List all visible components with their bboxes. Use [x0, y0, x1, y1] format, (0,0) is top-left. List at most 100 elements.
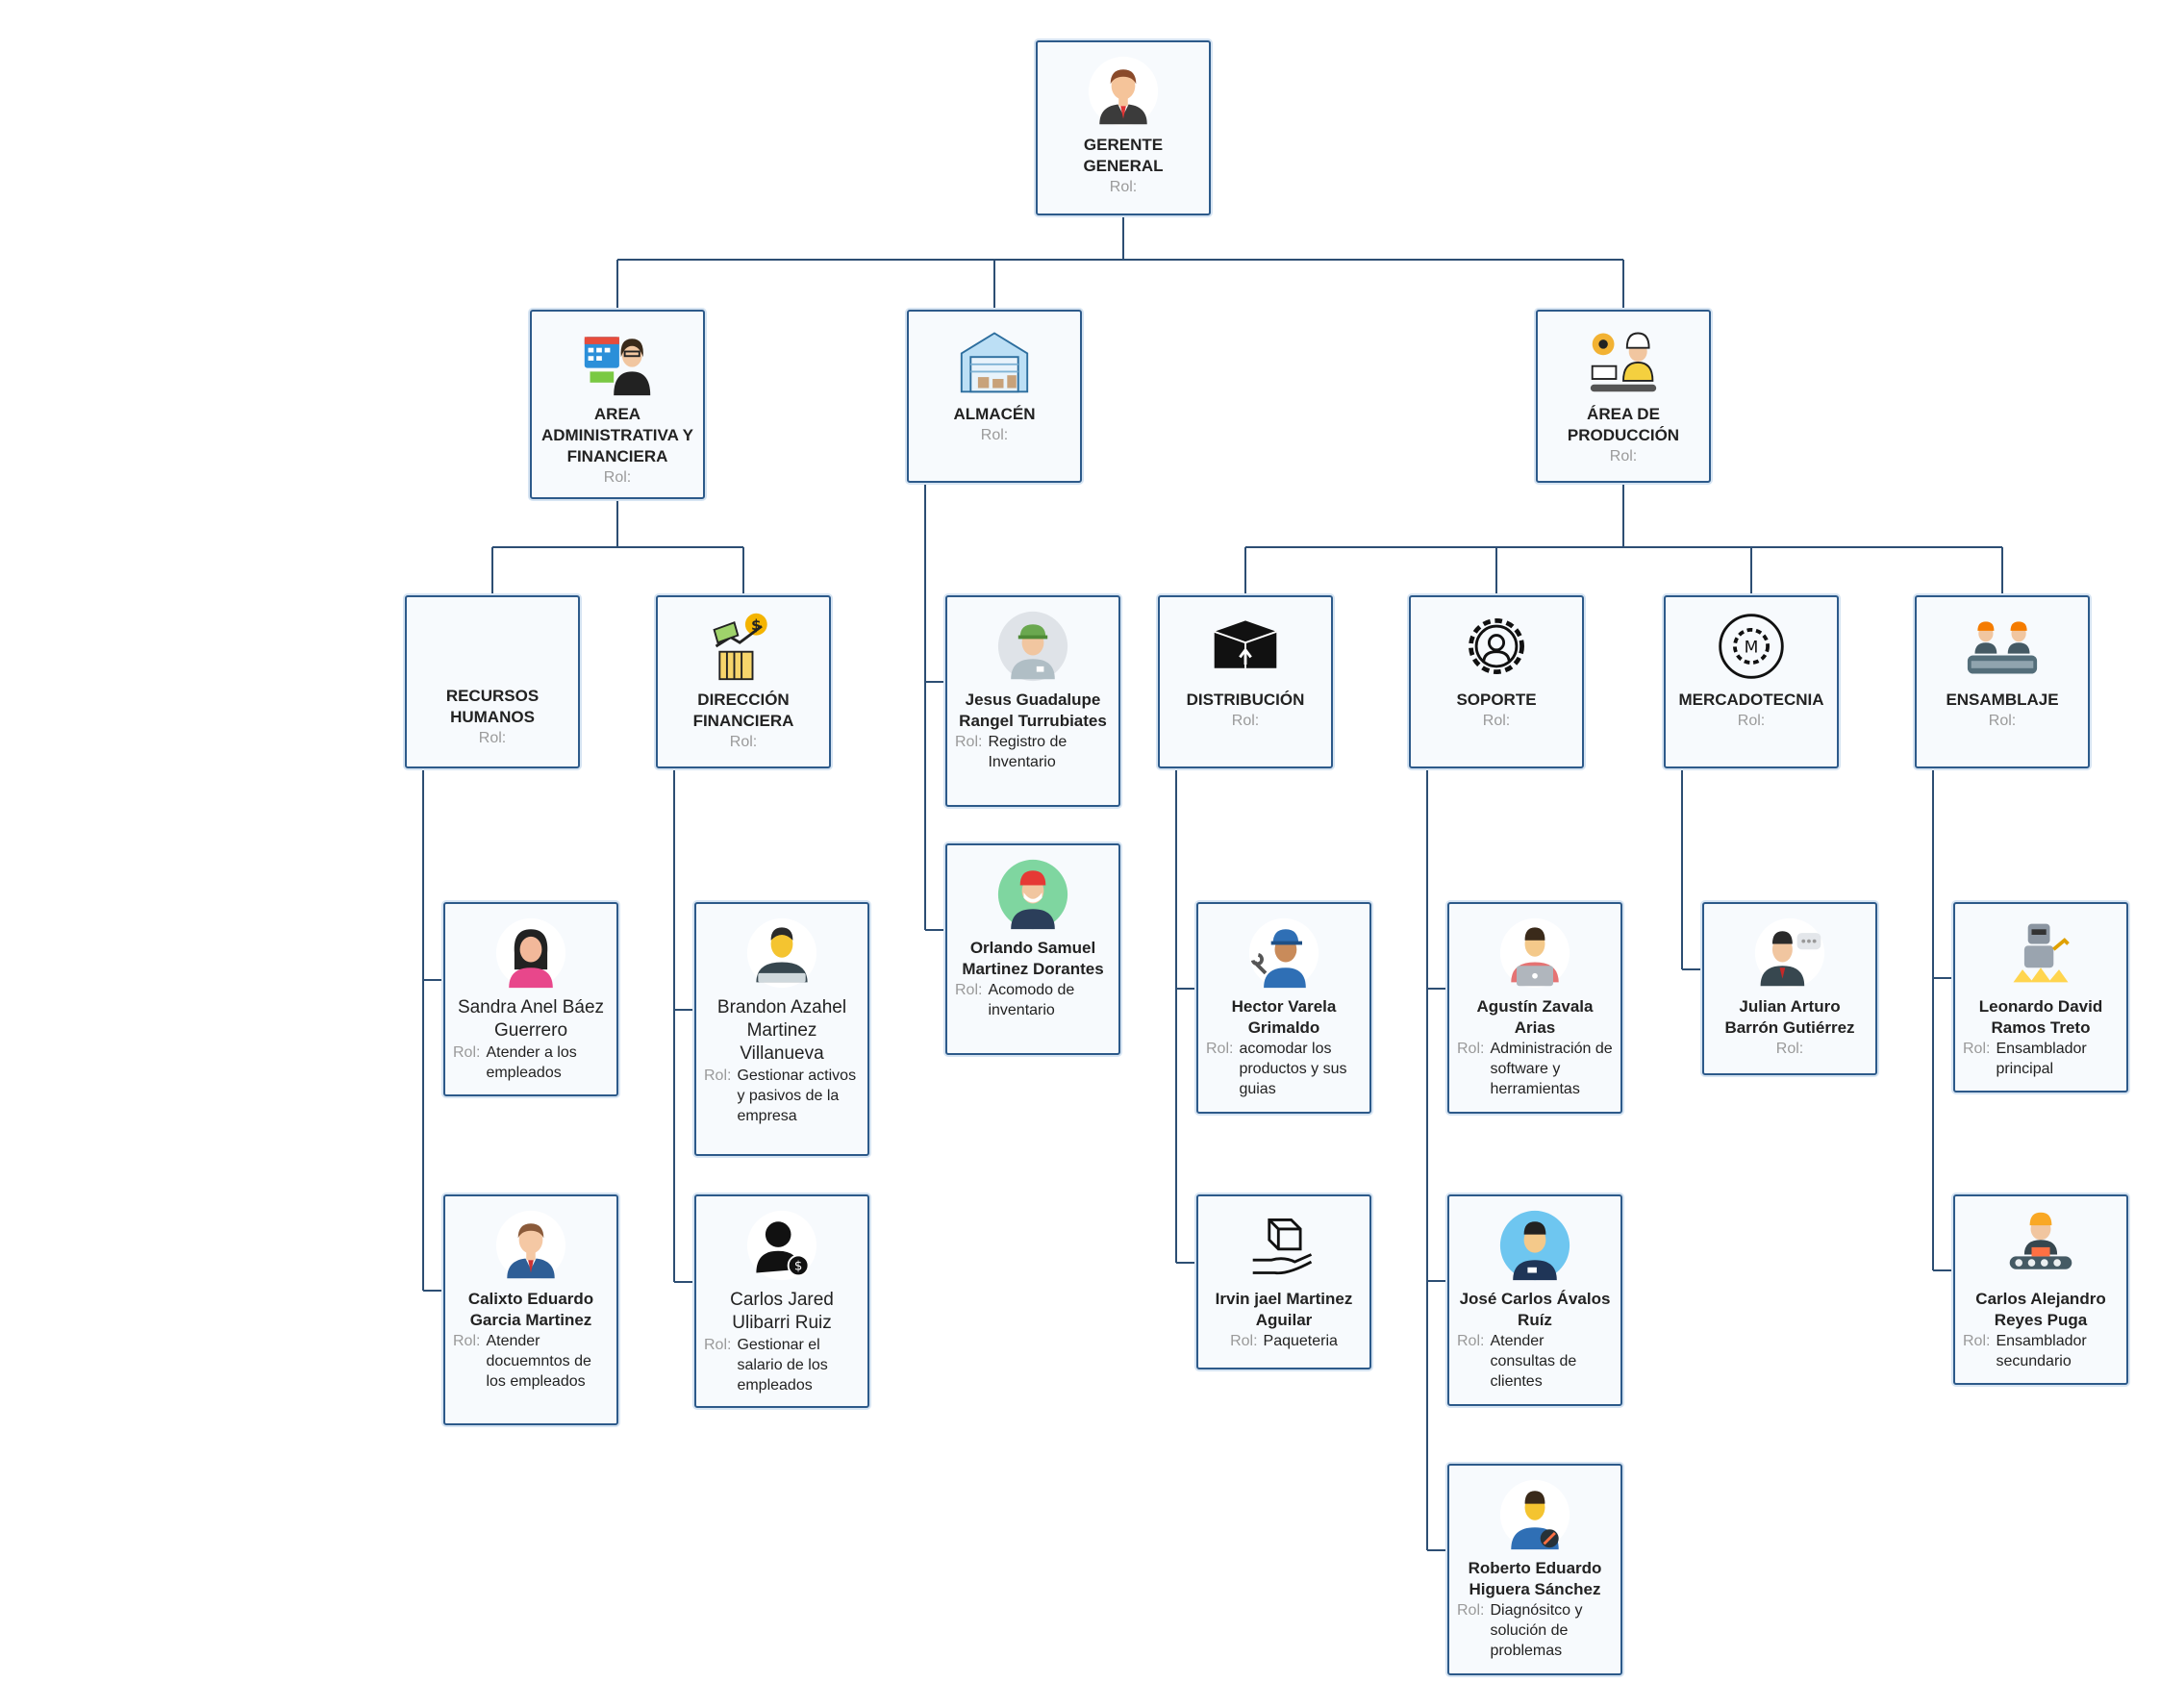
node-root-title: GERENTE GENERAL [1083, 136, 1164, 175]
department-node-role: Rol: [1232, 711, 1259, 731]
role-value: Gestionar el salario de los empleados [737, 1337, 828, 1394]
department-node-title: RECURSOS HUMANOS [445, 687, 540, 726]
node-root[interactable]: GERENTE GENERAL Rol: [1036, 40, 1211, 215]
rol-label: Rol: [1231, 713, 1260, 729]
person-node-role: Rol: acomodar los productos y sus guias [1206, 1039, 1362, 1099]
money-growth-icon: $ [706, 609, 781, 684]
area-node-title: ÁREA DE PRODUCCIÓN [1567, 405, 1680, 444]
rol-label: Rol: [1963, 1041, 1991, 1057]
assembly-line-worker-icon [2003, 1208, 2078, 1283]
department-node-role: Rol: [730, 732, 757, 752]
person-node-title: Agustín Zavala Arias [1476, 997, 1594, 1037]
person-node-title: Sandra Anel Báez Guerrero [457, 997, 605, 1041]
role-value: Atender consultas de clientes [1490, 1333, 1577, 1390]
person-node-title: Julian Arturo Barrón Gutiérrez [1724, 997, 1855, 1037]
area-node-role: Rol: [1610, 446, 1637, 466]
role-value: Registro de Inventario [988, 734, 1067, 770]
rol-label: Rol: [1775, 1041, 1804, 1057]
department-node-title: ENSAMBLAJE [1946, 691, 2059, 709]
department-node-role: Rol: [1738, 711, 1765, 731]
warehouse-icon [957, 323, 1032, 398]
person-node-role: Rol:Registro de Inventario [955, 732, 1111, 772]
area-node[interactable]: ALMACÉN Rol: [907, 310, 1082, 483]
box-icon [1208, 609, 1283, 684]
rol-label: Rol: [1109, 179, 1138, 195]
person-node-role: Rol:Diagnósitco y solución de problemas [1457, 1600, 1613, 1661]
production-icon [1586, 323, 1661, 398]
package-hand-icon [1246, 1208, 1321, 1283]
person-node-title: Calixto Eduardo Garcia Martinez [467, 1290, 594, 1329]
role-value: Atender docuemntos de los empleados [486, 1333, 591, 1390]
user-dollar-icon: $ [744, 1208, 819, 1283]
person-node-title: Roberto Eduardo Higuera Sánchez [1468, 1559, 1602, 1598]
person-node-role: Rol: Atender consultas de clientes [1457, 1331, 1613, 1392]
person-node-role: Rol: Paqueteria [1230, 1331, 1338, 1351]
rol-label: Rol: [1963, 1333, 1991, 1349]
rol-label: Rol: [980, 427, 1009, 443]
svg-text:M: M [1745, 639, 1759, 658]
node-root-role: Rol: [1110, 177, 1137, 197]
rol-label: Rol: [704, 1337, 732, 1353]
department-node-role: Rol: [1989, 711, 2016, 731]
rol-label: Rol: [1609, 448, 1638, 465]
rol-label: Rol: [1482, 713, 1511, 729]
person-node-title: José Carlos Ávalos Ruíz [1459, 1290, 1611, 1329]
role-value: Gestionar activos y pasivos de la empres… [737, 1068, 857, 1124]
person-node-role: Rol: Acomodo de inventario [955, 980, 1111, 1020]
department-node-title: DIRECCIÓN FINANCIERA [692, 691, 794, 730]
admin-finance-icon [580, 323, 655, 398]
area-node-title: ALMACÉN [953, 405, 1036, 423]
area-node[interactable]: ÁREA DE PRODUCCIÓN Rol: [1536, 310, 1711, 483]
role-value: acomodar los productos y sus guias [1239, 1041, 1347, 1097]
rol-label: Rol: [955, 982, 983, 998]
department-node[interactable]: DISTRIBUCIÓN Rol: [1158, 595, 1333, 768]
person-node-role: Rol: Ensamblador secundario [1963, 1331, 2119, 1371]
role-value: Acomodo de inventario [988, 982, 1075, 1018]
person-node-title: Leonardo David Ramos Treto [1978, 997, 2103, 1037]
department-node-title: DISTRIBUCIÓN [1186, 691, 1305, 709]
area-node-title: AREA ADMINISTRATIVA Y FINANCIERA [540, 405, 694, 465]
rol-label: Rol: [453, 1333, 481, 1349]
rol-label: Rol: [1230, 1333, 1258, 1349]
person-node-title: Brandon Azahel Martinez Villanueva [716, 997, 847, 1064]
rol-label: Rol: [1457, 1333, 1485, 1349]
man-avatar-icon [493, 1208, 568, 1283]
department-node[interactable]: RECURSOS HUMANOS Rol: [405, 595, 580, 768]
person-node-role: Rol: Atender docuemntos de los empleados [453, 1331, 609, 1392]
rol-label: Rol: [1206, 1041, 1234, 1057]
rol-label: Rol: [453, 1044, 481, 1061]
person-node-role: Rol:Atender a los empleados [453, 1042, 609, 1083]
rol-label: Rol: [1457, 1602, 1485, 1619]
department-node[interactable]: ENSAMBLAJE Rol: [1915, 595, 2090, 768]
area-node-role: Rol: [981, 425, 1008, 445]
role-value: Paqueteria [1263, 1333, 1338, 1349]
person-node-role: Rol:Administración de software y herrami… [1457, 1039, 1613, 1099]
person-node-title: Irvin jael Martinez Aguilar [1215, 1290, 1353, 1329]
department-node-title: MERCADOTECNIA [1678, 691, 1824, 709]
rol-label: Rol: [478, 730, 507, 746]
department-node[interactable]: M MERCADOTECNIA Rol: [1664, 595, 1839, 768]
person-node-role: Rol: [1776, 1039, 1803, 1059]
woman-avatar-icon [493, 916, 568, 991]
rol-label: Rol: [1457, 1041, 1485, 1057]
role-value: Ensamblador secundario [1996, 1333, 2087, 1369]
mechanic-icon [1246, 916, 1321, 991]
